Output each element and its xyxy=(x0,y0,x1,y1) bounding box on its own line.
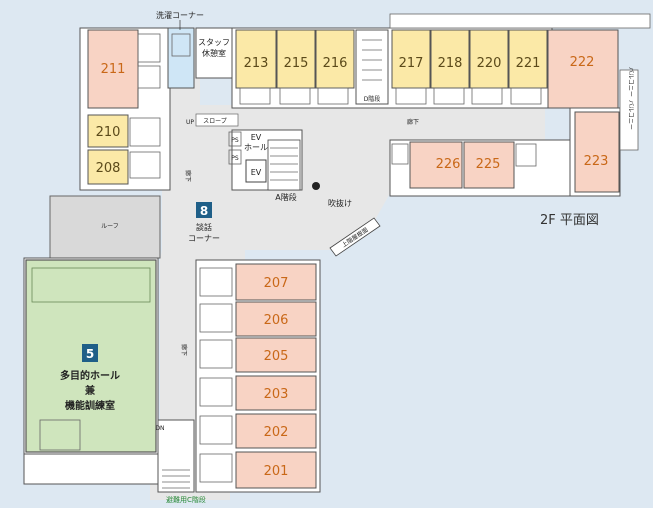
room-222-number: 222 xyxy=(570,55,595,70)
room-226-number: 226 xyxy=(436,157,461,172)
stair-d-label: D階段 xyxy=(364,95,381,103)
top-balcony xyxy=(389,13,651,29)
slope-up-label: UP xyxy=(186,119,194,126)
elevator xyxy=(245,159,267,183)
room-203-number: 203 xyxy=(264,387,289,402)
room-218[interactable] xyxy=(430,29,470,89)
east-balcony xyxy=(619,69,639,151)
room-207[interactable] xyxy=(235,263,317,301)
room-217-number: 217 xyxy=(399,56,424,71)
stair-c: DN 避難用C階段 xyxy=(155,419,206,504)
stair-a xyxy=(267,139,301,191)
room-221[interactable] xyxy=(508,29,548,89)
left-wing: 211 210 208 xyxy=(79,27,171,191)
room-203[interactable] xyxy=(235,375,317,411)
talk-corner-label-1: 談話 xyxy=(196,222,212,232)
laundry-label: 洗濯コーナー xyxy=(156,10,204,20)
room-201-number: 201 xyxy=(264,464,289,479)
corridor-label-central: 廊下 xyxy=(180,344,188,356)
hall-label-2: 兼 xyxy=(85,384,95,397)
south-wing: 207 206 205 203 202 201 xyxy=(195,259,321,493)
room-220-number: 220 xyxy=(477,56,502,71)
room-220[interactable] xyxy=(469,29,509,89)
room-226[interactable] xyxy=(409,141,463,189)
room-213-number: 213 xyxy=(244,56,269,71)
room-215-number: 215 xyxy=(284,56,309,71)
slope-label: スロープ xyxy=(203,118,227,125)
room-211[interactable] xyxy=(87,29,139,109)
hall-badge-number: 5 xyxy=(86,347,94,361)
stair-c-dn-label: DN xyxy=(155,425,164,432)
room-202[interactable] xyxy=(235,413,317,449)
room-207-number: 207 xyxy=(264,276,289,291)
room-223-number: 223 xyxy=(584,154,609,169)
roof-label: ルーフ xyxy=(101,223,119,230)
hall-badge xyxy=(82,344,98,362)
room-208[interactable] xyxy=(87,149,129,185)
staff-label-2: 休憩室 xyxy=(202,48,226,58)
room-206-number: 206 xyxy=(264,313,289,328)
staff-label-1: スタッフ xyxy=(198,38,230,47)
stair-a-label: A階段 xyxy=(275,192,296,202)
room-217[interactable] xyxy=(391,29,431,89)
room-202-number: 202 xyxy=(264,425,289,440)
room-215[interactable] xyxy=(276,29,316,89)
talk-corner-label-2: コーナー xyxy=(188,234,220,243)
hall-label-1: 多目的ホール xyxy=(60,369,120,382)
room-225[interactable] xyxy=(463,141,515,189)
ev-hall: EV PS PS EV ホール A階段 xyxy=(228,129,303,202)
ps-label-1: PS xyxy=(231,137,239,144)
middle-east-wing: 226 225 xyxy=(389,139,571,197)
balcony-label-1: バルコニー xyxy=(627,67,634,97)
room-221-number: 221 xyxy=(516,56,541,71)
talk-corner-badge xyxy=(196,202,212,218)
room-218-number: 218 xyxy=(438,56,463,71)
stair-d xyxy=(355,29,389,105)
room-213[interactable] xyxy=(235,29,277,89)
room-216-number: 216 xyxy=(323,56,348,71)
corridor-label-north: 廊下 xyxy=(184,170,192,182)
east-end: バルコニー バルコニー 222 223 xyxy=(547,29,639,197)
room-210-number: 210 xyxy=(96,125,121,140)
stair-c-label: 避難用C階段 xyxy=(166,495,206,504)
staff-room: スタッフ 休憩室 xyxy=(195,27,233,79)
void-label: 吹抜け xyxy=(328,198,352,208)
room-210[interactable] xyxy=(87,114,129,148)
laundry-corner: 洗濯コーナー xyxy=(156,10,204,89)
room-222[interactable] xyxy=(547,29,619,109)
room-205[interactable] xyxy=(235,337,317,373)
talk-corner: 8 談話 コーナー xyxy=(188,202,220,243)
room-223[interactable] xyxy=(574,111,620,193)
top-wing: 213 215 216 217 218 220 221 D階段 xyxy=(231,13,651,109)
ev-label: EV xyxy=(251,168,262,177)
ev-hall-label-2: ホール xyxy=(244,143,268,152)
room-208-number: 208 xyxy=(96,161,121,176)
multipurpose-hall: 5 多目的ホール 兼 機能訓練室 xyxy=(23,257,159,485)
corridor-label-east: 廊下 xyxy=(407,118,419,126)
room-206[interactable] xyxy=(235,301,317,337)
room-205-number: 205 xyxy=(264,349,289,364)
slope: スロープ UP xyxy=(186,113,239,127)
hall-label-3: 機能訓練室 xyxy=(65,399,115,412)
room-201[interactable] xyxy=(235,451,317,489)
ev-hall-label-1: EV xyxy=(251,133,262,142)
floor-title: 2F 平面図 xyxy=(540,213,599,228)
room-211-number: 211 xyxy=(101,62,126,77)
balcony-label-2: バルコニー xyxy=(627,100,634,130)
room-216[interactable] xyxy=(315,29,355,89)
room-225-number: 225 xyxy=(476,157,501,172)
roof: ルーフ xyxy=(49,195,161,259)
ps-label-2: PS xyxy=(231,155,239,162)
talk-corner-badge-number: 8 xyxy=(200,204,208,218)
